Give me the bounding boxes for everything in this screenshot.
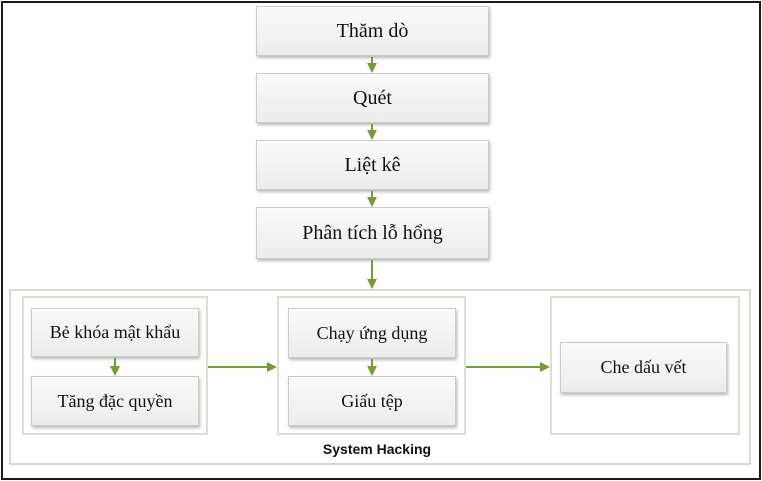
step-vulnerability-analysis-label: Phân tích lỗ hổng <box>302 221 443 244</box>
step-enumeration: Liệt kê <box>256 140 489 190</box>
step-vulnerability-analysis: Phân tích lỗ hổng <box>256 207 489 259</box>
step-enumeration-label: Liệt kê <box>344 153 401 176</box>
step-cover-tracks-label: Che dấu vết <box>600 357 687 377</box>
step-scanning-label: Quét <box>353 86 392 109</box>
step-crack-password: Bẻ khóa mật khẩu <box>31 308 199 357</box>
step-cover-tracks: Che dấu vết <box>560 342 727 393</box>
step-scanning: Quét <box>256 73 489 123</box>
group-cover-tracks <box>550 296 740 435</box>
group-password-privilege <box>22 296 208 435</box>
system-hacking-container <box>9 289 751 465</box>
system-hacking-caption: System Hacking <box>322 441 432 457</box>
step-reconnaissance-label: Thăm dò <box>336 19 409 42</box>
group-execute-hide <box>277 296 466 435</box>
step-reconnaissance: Thăm dò <box>256 6 489 56</box>
step-hide-files: Giấu tệp <box>288 376 456 426</box>
step-escalate-privilege-label: Tăng đặc quyền <box>57 390 173 411</box>
step-execute-applications-label: Chạy ứng dụng <box>316 322 428 343</box>
step-crack-password-label: Bẻ khóa mật khẩu <box>49 322 181 342</box>
step-hide-files-label: Giấu tệp <box>341 390 403 411</box>
step-escalate-privilege: Tăng đặc quyền <box>31 376 199 426</box>
step-execute-applications: Chạy ứng dụng <box>288 308 456 358</box>
